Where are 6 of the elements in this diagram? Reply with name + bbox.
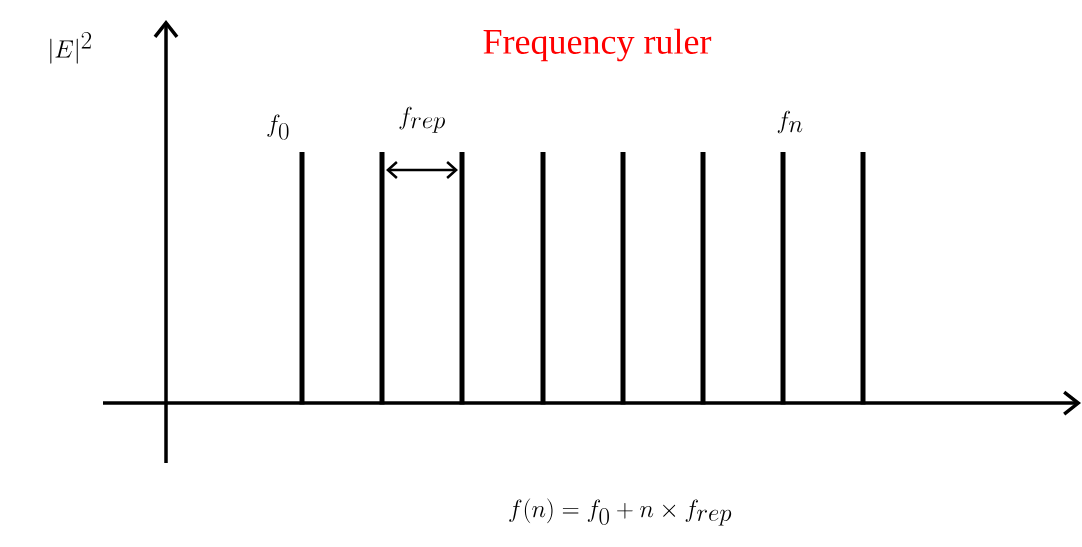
- axis-label: $|E|^2$: [50, 31, 92, 64]
- formula: $f(n) = f_0 + n \times f_{rep}$: [509, 498, 732, 526]
- spacing-label: $f_{rep}$: [399, 106, 445, 133]
- comb-label: $f_n$: [777, 110, 803, 134]
- title: Frequency ruler: [483, 28, 712, 62]
- comb-label: $f_0$: [267, 114, 289, 140]
